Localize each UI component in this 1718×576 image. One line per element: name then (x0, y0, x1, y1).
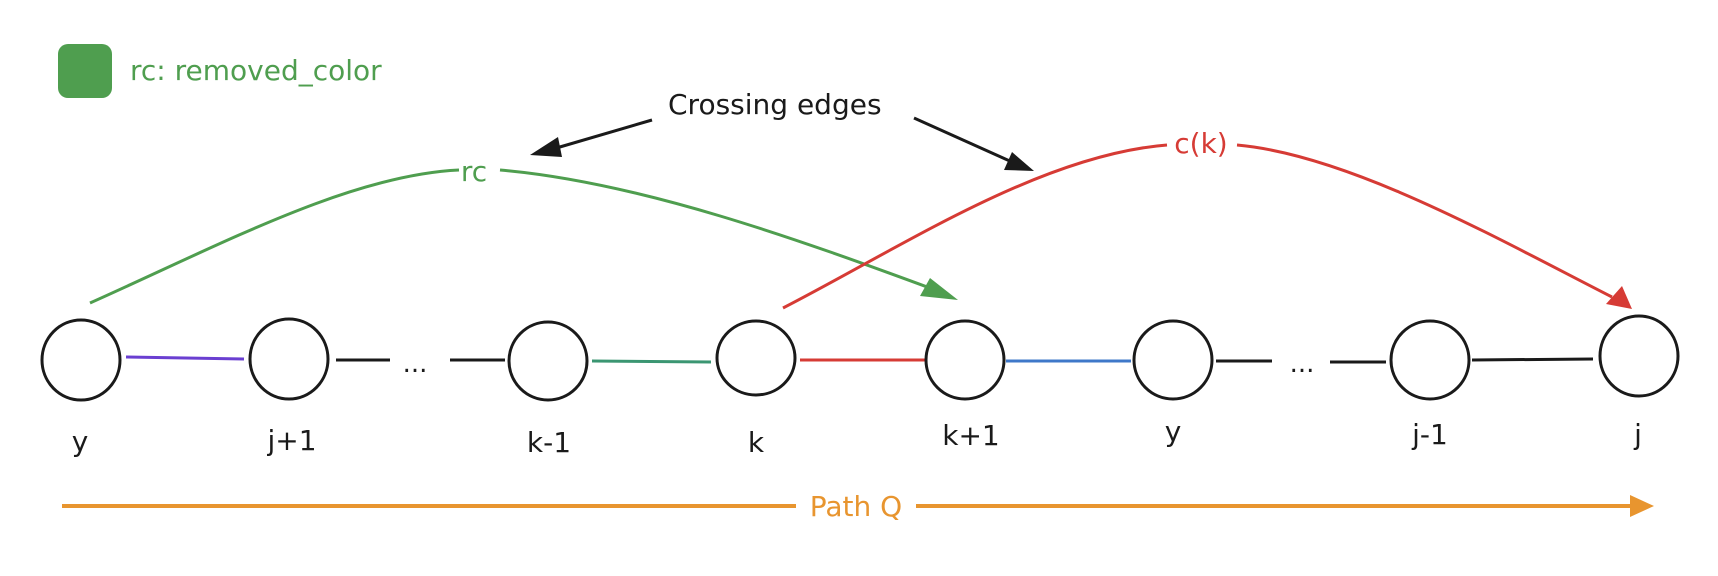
node-label-k-plus-1: k+1 (942, 419, 1000, 452)
path-q-arrow (62, 495, 1654, 517)
legend-swatch (58, 44, 112, 98)
node-label-j-minus-1: j-1 (1411, 418, 1448, 451)
node-k-plus-1 (924, 319, 1006, 401)
node-label-j: j (1633, 418, 1642, 451)
node-j-plus-1 (248, 317, 330, 401)
node-label-j-plus-1: j+1 (266, 424, 316, 457)
edge-y-to-j-plus-1 (125, 355, 245, 361)
node-label-k-minus-1: k-1 (527, 426, 571, 459)
node-label-y-left: y (72, 425, 89, 458)
node-j (1598, 314, 1680, 398)
node-j-minus-1 (1389, 319, 1471, 401)
node-k (715, 319, 797, 397)
arc-ck-label: c(k) (1174, 127, 1227, 160)
callout-label: Crossing edges (668, 88, 882, 121)
arc-ck (782, 143, 1632, 310)
node-y-right (1132, 319, 1214, 401)
ellipsis-left: ... (403, 349, 428, 379)
callout-arrow-left (530, 118, 653, 157)
callout-arrow-right (913, 116, 1034, 171)
legend-label: rc: removed_color (130, 54, 382, 87)
node-k-minus-1 (507, 320, 589, 402)
node-y-left (40, 318, 122, 402)
ellipsis-right: ... (1290, 349, 1315, 379)
edge-j-minus-1-to-j (1471, 357, 1594, 362)
node-label-k: k (748, 426, 765, 459)
edge-k-minus-1-to-k (591, 359, 712, 364)
arc-rc-label: rc (461, 155, 487, 188)
arc-rc (89, 168, 958, 305)
path-q-label: Path Q (810, 490, 902, 523)
node-label-y-right: y (1165, 415, 1182, 448)
